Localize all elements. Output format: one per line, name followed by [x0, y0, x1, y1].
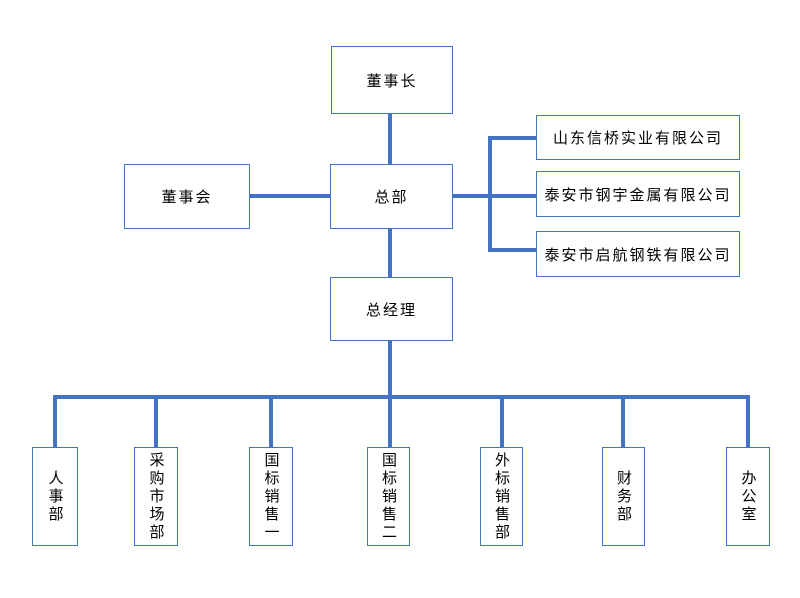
node-dept-finance-label: 财务部 — [615, 469, 632, 524]
node-dept-national-sales-2-label: 国标销售二 — [380, 451, 397, 542]
node-chairman-label: 董事长 — [366, 72, 418, 90]
connector-subsidiary-bracket — [488, 136, 492, 252]
node-headquarters-label: 总部 — [374, 189, 409, 206]
node-dept-finance[interactable]: 财务部 — [602, 447, 645, 546]
connector-branch-subsidiary-3 — [490, 248, 536, 252]
node-chairman[interactable]: 董事长 — [331, 46, 453, 114]
connector-drop-dept-7 — [746, 395, 750, 447]
node-dept-national-sales-1-label: 国标销售一 — [262, 451, 280, 542]
connector-drop-dept-6 — [621, 395, 625, 447]
connector-drop-dept-2 — [154, 395, 158, 447]
connector-branch-subsidiary-1 — [490, 136, 536, 140]
node-dept-hr[interactable]: 人事部 — [32, 447, 78, 546]
node-dept-national-sales-2[interactable]: 国标销售二 — [367, 447, 410, 546]
connector-drop-dept-1 — [53, 395, 57, 447]
node-dept-national-sales-1[interactable]: 国标销售一 — [249, 447, 293, 546]
node-subsidiary-3[interactable]: 泰安市启航钢铁有限公司 — [536, 231, 740, 277]
connector-drop-dept-5 — [500, 395, 504, 447]
node-dept-purchasing-market-label: 采购市场部 — [147, 451, 165, 542]
node-dept-office[interactable]: 办公室 — [726, 447, 770, 546]
node-dept-purchasing-market[interactable]: 采购市场部 — [134, 447, 178, 546]
node-subsidiary-3-label: 泰安市启航钢铁有限公司 — [544, 246, 732, 264]
connector-board-hq — [250, 194, 330, 198]
node-subsidiary-2-label: 泰安市钢宇金属有限公司 — [544, 186, 732, 204]
connector-drop-dept-4 — [388, 395, 392, 447]
node-board[interactable]: 董事会 — [124, 164, 250, 229]
node-headquarters[interactable]: 总部 — [330, 164, 453, 229]
node-general-manager[interactable]: 总经理 — [330, 277, 453, 341]
connector-gm-departments — [388, 341, 392, 399]
connector-hq-subsidiaries — [453, 194, 536, 198]
connector-hq-gm — [388, 229, 392, 277]
node-subsidiary-2[interactable]: 泰安市钢宇金属有限公司 — [536, 171, 740, 217]
node-dept-hr-label: 人事部 — [46, 469, 64, 524]
connector-chairman-hq — [388, 114, 392, 164]
node-dept-office-label: 办公室 — [739, 469, 757, 524]
node-dept-external-sales[interactable]: 外标销售部 — [480, 447, 523, 546]
node-board-label: 董事会 — [161, 189, 213, 206]
connector-department-bus — [53, 395, 750, 399]
node-dept-external-sales-label: 外标销售部 — [493, 451, 510, 542]
node-general-manager-label: 总经理 — [365, 301, 417, 319]
connector-drop-dept-3 — [269, 395, 273, 447]
node-subsidiary-1[interactable]: 山东信桥实业有限公司 — [536, 115, 740, 160]
node-subsidiary-1-label: 山东信桥实业有限公司 — [552, 130, 723, 147]
